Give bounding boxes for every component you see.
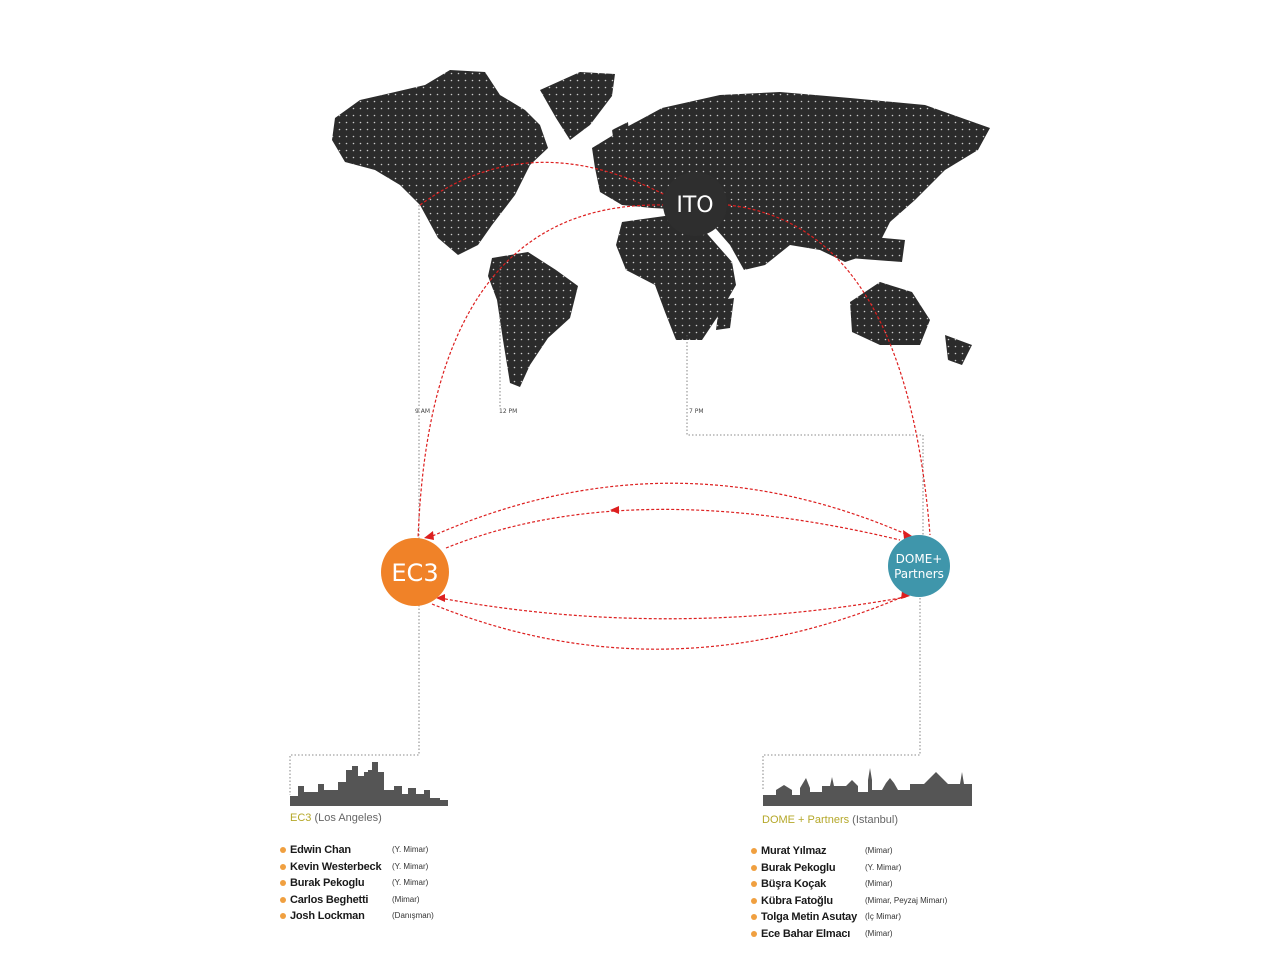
time-label-12pm: 12 PM xyxy=(499,408,517,415)
timezone-guides xyxy=(289,205,924,795)
link-ec3-dome-4 xyxy=(431,591,915,650)
link-arrowheads xyxy=(424,506,912,602)
team-member-role: (Mimar) xyxy=(392,894,420,904)
city-caption-la-place: (Los Angeles) xyxy=(314,812,382,824)
link-ito-la-us xyxy=(419,161,666,206)
team-member-name: Burak Pekoglu xyxy=(761,861,836,874)
team-member-role: (Y. Mimar) xyxy=(392,878,429,887)
time-label-9am: 9 AM xyxy=(415,408,430,415)
node-ec3-label: EC3 xyxy=(391,559,438,587)
team-member-role: (Mimar) xyxy=(865,928,893,938)
node-ito: ITO xyxy=(663,172,727,236)
link-ec3-dome-1 xyxy=(427,482,909,539)
connection-links xyxy=(417,161,931,650)
team-member-name: Kübra Fatoğlu xyxy=(761,894,833,907)
bullet-dot-icon xyxy=(280,896,286,903)
team-member-name: Murat Yılmaz xyxy=(761,845,827,857)
team-member-role: (Mimar, Peyzaj Mimarı) xyxy=(865,895,948,905)
team-member-role: (Mimar) xyxy=(865,879,893,888)
team-member-role: (Y. Mimar) xyxy=(392,845,429,854)
arrow-head xyxy=(610,506,619,514)
team-member-name: Josh Lockman xyxy=(290,910,365,922)
node-dome-label-line1: DOME+ xyxy=(896,552,943,566)
team-member-name: Carlos Beghetti xyxy=(290,893,369,906)
team-member-role: (Danışman) xyxy=(392,911,434,920)
team-member-role: (İç Mimar) xyxy=(865,912,901,921)
bullet-dot-icon xyxy=(280,847,286,853)
bullet-dot-icon xyxy=(751,848,757,854)
node-ito-circle xyxy=(663,172,727,236)
node-dome-circle xyxy=(888,535,950,597)
arrow-head xyxy=(436,594,445,602)
bullet-dot-icon xyxy=(280,880,286,886)
bullet-dot-icon xyxy=(751,864,757,871)
link-ec3-dome-2 xyxy=(445,508,901,549)
city-caption-ist-place: (Istanbul) xyxy=(852,814,899,826)
bullet-dot-icon xyxy=(280,913,286,919)
skyline-los-angeles xyxy=(290,762,448,806)
arrow-head xyxy=(424,531,434,540)
node-ec3: EC3 xyxy=(381,538,449,606)
skyline-istanbul xyxy=(763,768,972,806)
node-dome-label-line2: Partners xyxy=(894,567,944,581)
team-member-name: Burak Pekoglu xyxy=(290,877,365,889)
link-ito-ec3 xyxy=(417,204,666,541)
arrow-head xyxy=(901,591,910,599)
team-member-name: Kevin Westerbeck xyxy=(290,860,382,873)
bullet-dot-icon xyxy=(751,897,757,904)
team-member-role: (Mimar) xyxy=(865,846,893,855)
world-map xyxy=(332,70,990,387)
team-member-name: Büşra Koçak xyxy=(761,878,827,890)
time-label-7pm: 7 PM xyxy=(689,408,704,415)
bullet-dot-icon xyxy=(751,881,757,887)
bullet-dot-icon xyxy=(280,863,286,870)
node-dome: DOME+ Partners xyxy=(888,535,950,597)
city-caption-istanbul: DOME + Partners (Istanbul) xyxy=(762,814,898,826)
city-caption-la-name: EC3 xyxy=(290,812,312,824)
team-member-name: Edwin Chan xyxy=(290,844,351,856)
bullet-dot-icon xyxy=(751,914,757,920)
team-member-role: (Y. Mimar) xyxy=(865,862,902,872)
team-member-name: Ece Bahar Elmacı xyxy=(761,927,851,940)
node-ito-label: ITO xyxy=(676,193,713,218)
link-ec3-dome-3 xyxy=(439,596,907,620)
city-caption-los-angeles: EC3 (Los Angeles) xyxy=(290,812,382,824)
bullet-dot-icon xyxy=(751,930,757,937)
city-caption-ist-name: DOME + Partners xyxy=(762,814,850,826)
node-ec3-circle xyxy=(381,538,449,606)
team-member-name: Tolga Metin Asutay xyxy=(761,911,858,923)
link-ito-dome xyxy=(727,204,931,536)
team-member-role: (Y. Mimar) xyxy=(392,861,429,871)
